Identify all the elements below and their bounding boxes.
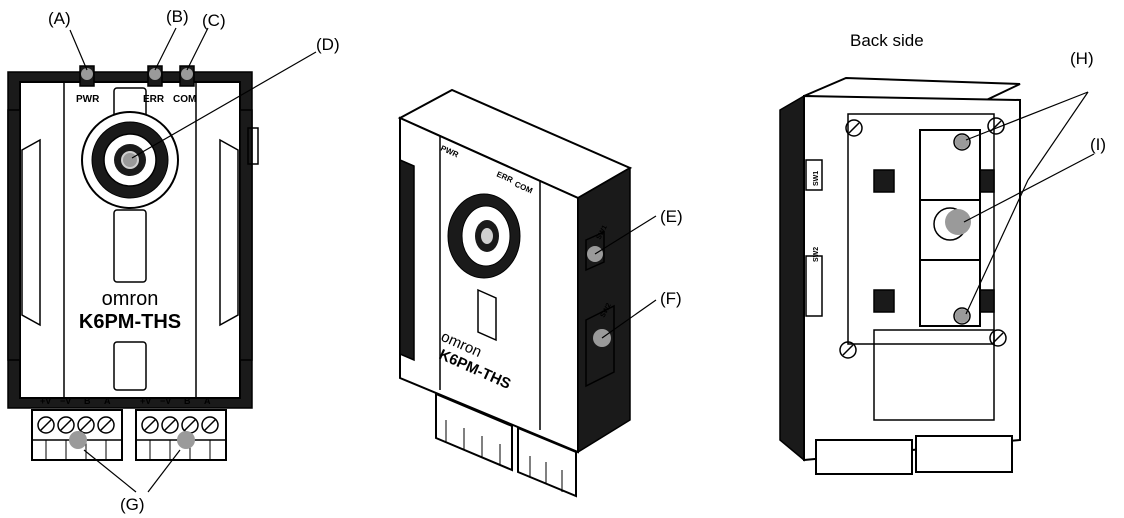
callout-f: (F)	[660, 289, 682, 308]
terminal-block-right	[135, 409, 227, 461]
screw-icon	[845, 119, 863, 137]
terminal-label: A	[204, 396, 211, 406]
callout-b: (B)	[166, 7, 189, 26]
brand-logo: omron	[102, 288, 159, 310]
front-view: PWR ERR COM omron K6PM-THS +V −V B A +V …	[7, 7, 340, 514]
terminal-label: B	[84, 396, 91, 406]
iso-sensor-lens-icon	[447, 193, 521, 279]
back-sw1-label: SW1	[813, 171, 820, 186]
callout-d: (D)	[316, 35, 340, 54]
terminal-label: B	[184, 396, 191, 406]
callout-c: (C)	[202, 11, 226, 30]
callout-i: (I)	[1090, 135, 1106, 154]
terminal-label: −V	[60, 396, 71, 406]
callout-a: (A)	[48, 9, 71, 28]
callout-h: (H)	[1070, 49, 1094, 68]
led-label-err: ERR	[143, 94, 165, 105]
back-side-title: Back side	[850, 31, 924, 50]
terminal-label: −V	[160, 396, 171, 406]
isometric-view: SW1 SW2 PWR ERR COM omron K6PM-THS (E) (	[397, 88, 683, 498]
terminal-block-left	[31, 409, 123, 461]
led-label-pwr: PWR	[76, 94, 100, 105]
model-name: K6PM-THS	[79, 311, 181, 333]
terminal-label: +V	[40, 396, 51, 406]
callout-g: (G)	[120, 495, 145, 514]
led-label-com: COM	[173, 94, 196, 105]
back-sw2-label: SW2	[813, 247, 820, 262]
terminal-label: A	[104, 396, 111, 406]
sensor-lens-icon	[81, 111, 179, 209]
terminal-label: +V	[140, 396, 151, 406]
screw-icon	[989, 329, 1007, 347]
callout-e: (E)	[660, 207, 683, 226]
terminal-labels: +V −V B A +V −V B A	[40, 396, 211, 406]
screw-icon	[839, 341, 857, 359]
back-view: Back side	[779, 31, 1106, 475]
